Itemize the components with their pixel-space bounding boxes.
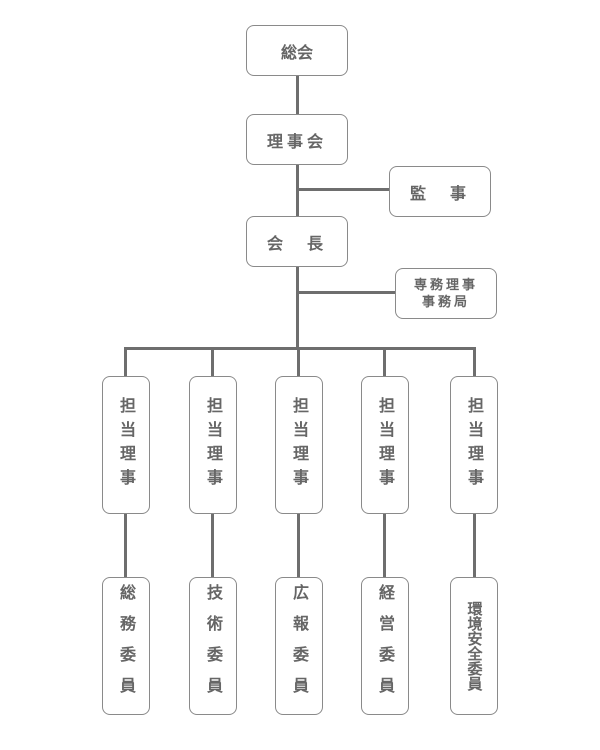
connector [383, 347, 386, 376]
committee-box-environment-safety: 環境安全委員 [450, 577, 498, 715]
committee-label: 総務委員 [117, 584, 136, 708]
director-label: 担当理事 [465, 397, 484, 493]
board-box: 理事会 [246, 114, 348, 165]
committee-box-public-relations: 広報委員 [275, 577, 323, 715]
director-box: 担当理事 [102, 376, 150, 514]
committee-box-technical: 技術委員 [189, 577, 237, 715]
committee-label: 技術委員 [204, 584, 223, 708]
connector [383, 514, 386, 577]
secretariat-label-line2: 事務局 [421, 294, 470, 310]
general-assembly-box: 総会 [246, 25, 348, 76]
connector [211, 347, 214, 376]
committee-box-general-affairs: 総務委員 [102, 577, 150, 715]
director-box: 担当理事 [275, 376, 323, 514]
director-box: 担当理事 [361, 376, 409, 514]
secretariat-label-line1: 専務理事 [413, 277, 478, 293]
connector [296, 267, 299, 350]
connector [473, 347, 476, 376]
auditor-box: 監 事 [389, 166, 491, 217]
director-label: 担当理事 [290, 397, 309, 493]
connector [211, 514, 214, 577]
general-assembly-label: 総会 [280, 42, 313, 62]
director-box: 担当理事 [450, 376, 498, 514]
auditor-label: 監 事 [409, 183, 470, 203]
director-box: 担当理事 [189, 376, 237, 514]
director-label: 担当理事 [117, 397, 136, 493]
connector [296, 76, 299, 114]
director-label: 担当理事 [204, 397, 223, 493]
connector [124, 347, 127, 376]
connector [296, 291, 395, 294]
committee-box-management: 経営委員 [361, 577, 409, 715]
connector [297, 347, 300, 376]
committee-label: 広報委員 [290, 584, 309, 708]
connector [124, 514, 127, 577]
board-label: 理事会 [266, 131, 327, 151]
committee-label: 経営委員 [376, 584, 395, 708]
secretariat-box: 専務理事 事務局 [395, 268, 497, 319]
president-box: 会 長 [246, 216, 348, 267]
connector [124, 347, 476, 350]
president-label: 会 長 [266, 233, 327, 253]
connector [297, 514, 300, 577]
director-label: 担当理事 [376, 397, 395, 493]
connector [296, 188, 389, 191]
connector [473, 514, 476, 577]
committee-label: 環境安全委員 [465, 601, 484, 691]
